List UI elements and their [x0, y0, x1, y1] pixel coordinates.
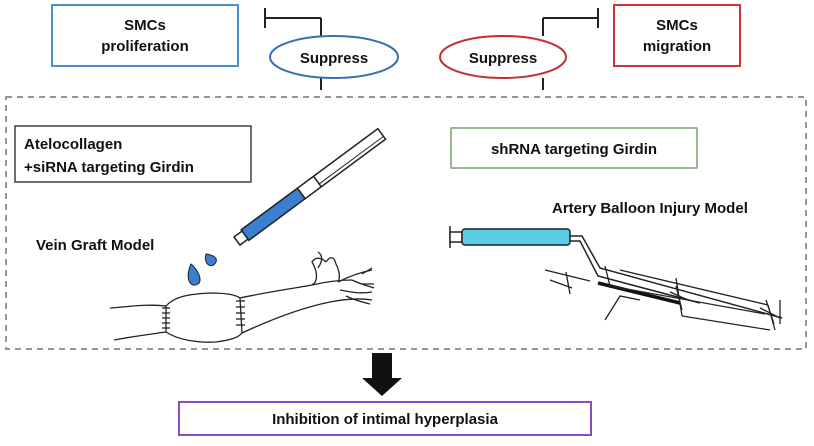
down-arrow-icon [362, 353, 402, 396]
vein-graft-agent-box [14, 125, 252, 183]
pipette [232, 127, 387, 247]
migration-line1: SMCs [656, 17, 698, 34]
proliferation-box [51, 4, 239, 67]
balloon-agent-box [450, 127, 698, 169]
migration-line2: migration [643, 38, 711, 55]
suppress-right-label: Suppress [469, 50, 537, 67]
artery-drawing [544, 265, 781, 331]
result-box [178, 401, 592, 436]
vein-graft-agent-line1: Atelocollagen [24, 136, 122, 153]
vein-graft-agent-line2: +siRNA targeting Girdin [24, 159, 194, 176]
proliferation-line2: proliferation [101, 38, 189, 55]
suppress-left-ellipse [269, 35, 399, 79]
right-inhibition-connector [542, 8, 599, 90]
dashed-container [5, 96, 807, 350]
suppress-right-ellipse [439, 35, 567, 79]
drop-icon [187, 263, 201, 286]
balloon-agent-label: shRNA targeting Girdin [491, 141, 657, 158]
balloon-catheter [449, 226, 783, 319]
balloon-model-label: Artery Balloon Injury Model [552, 200, 748, 217]
migration-box [613, 4, 741, 67]
vein-graft-drawing [109, 251, 375, 343]
proliferation-line1: SMCs [124, 17, 166, 34]
vein-graft-model-label: Vein Graft Model [36, 237, 154, 254]
left-inhibition-connector [264, 8, 322, 90]
drop-icon [204, 253, 217, 267]
suppress-left-label: Suppress [300, 50, 368, 67]
result-label: Inhibition of intimal hyperplasia [272, 411, 499, 428]
